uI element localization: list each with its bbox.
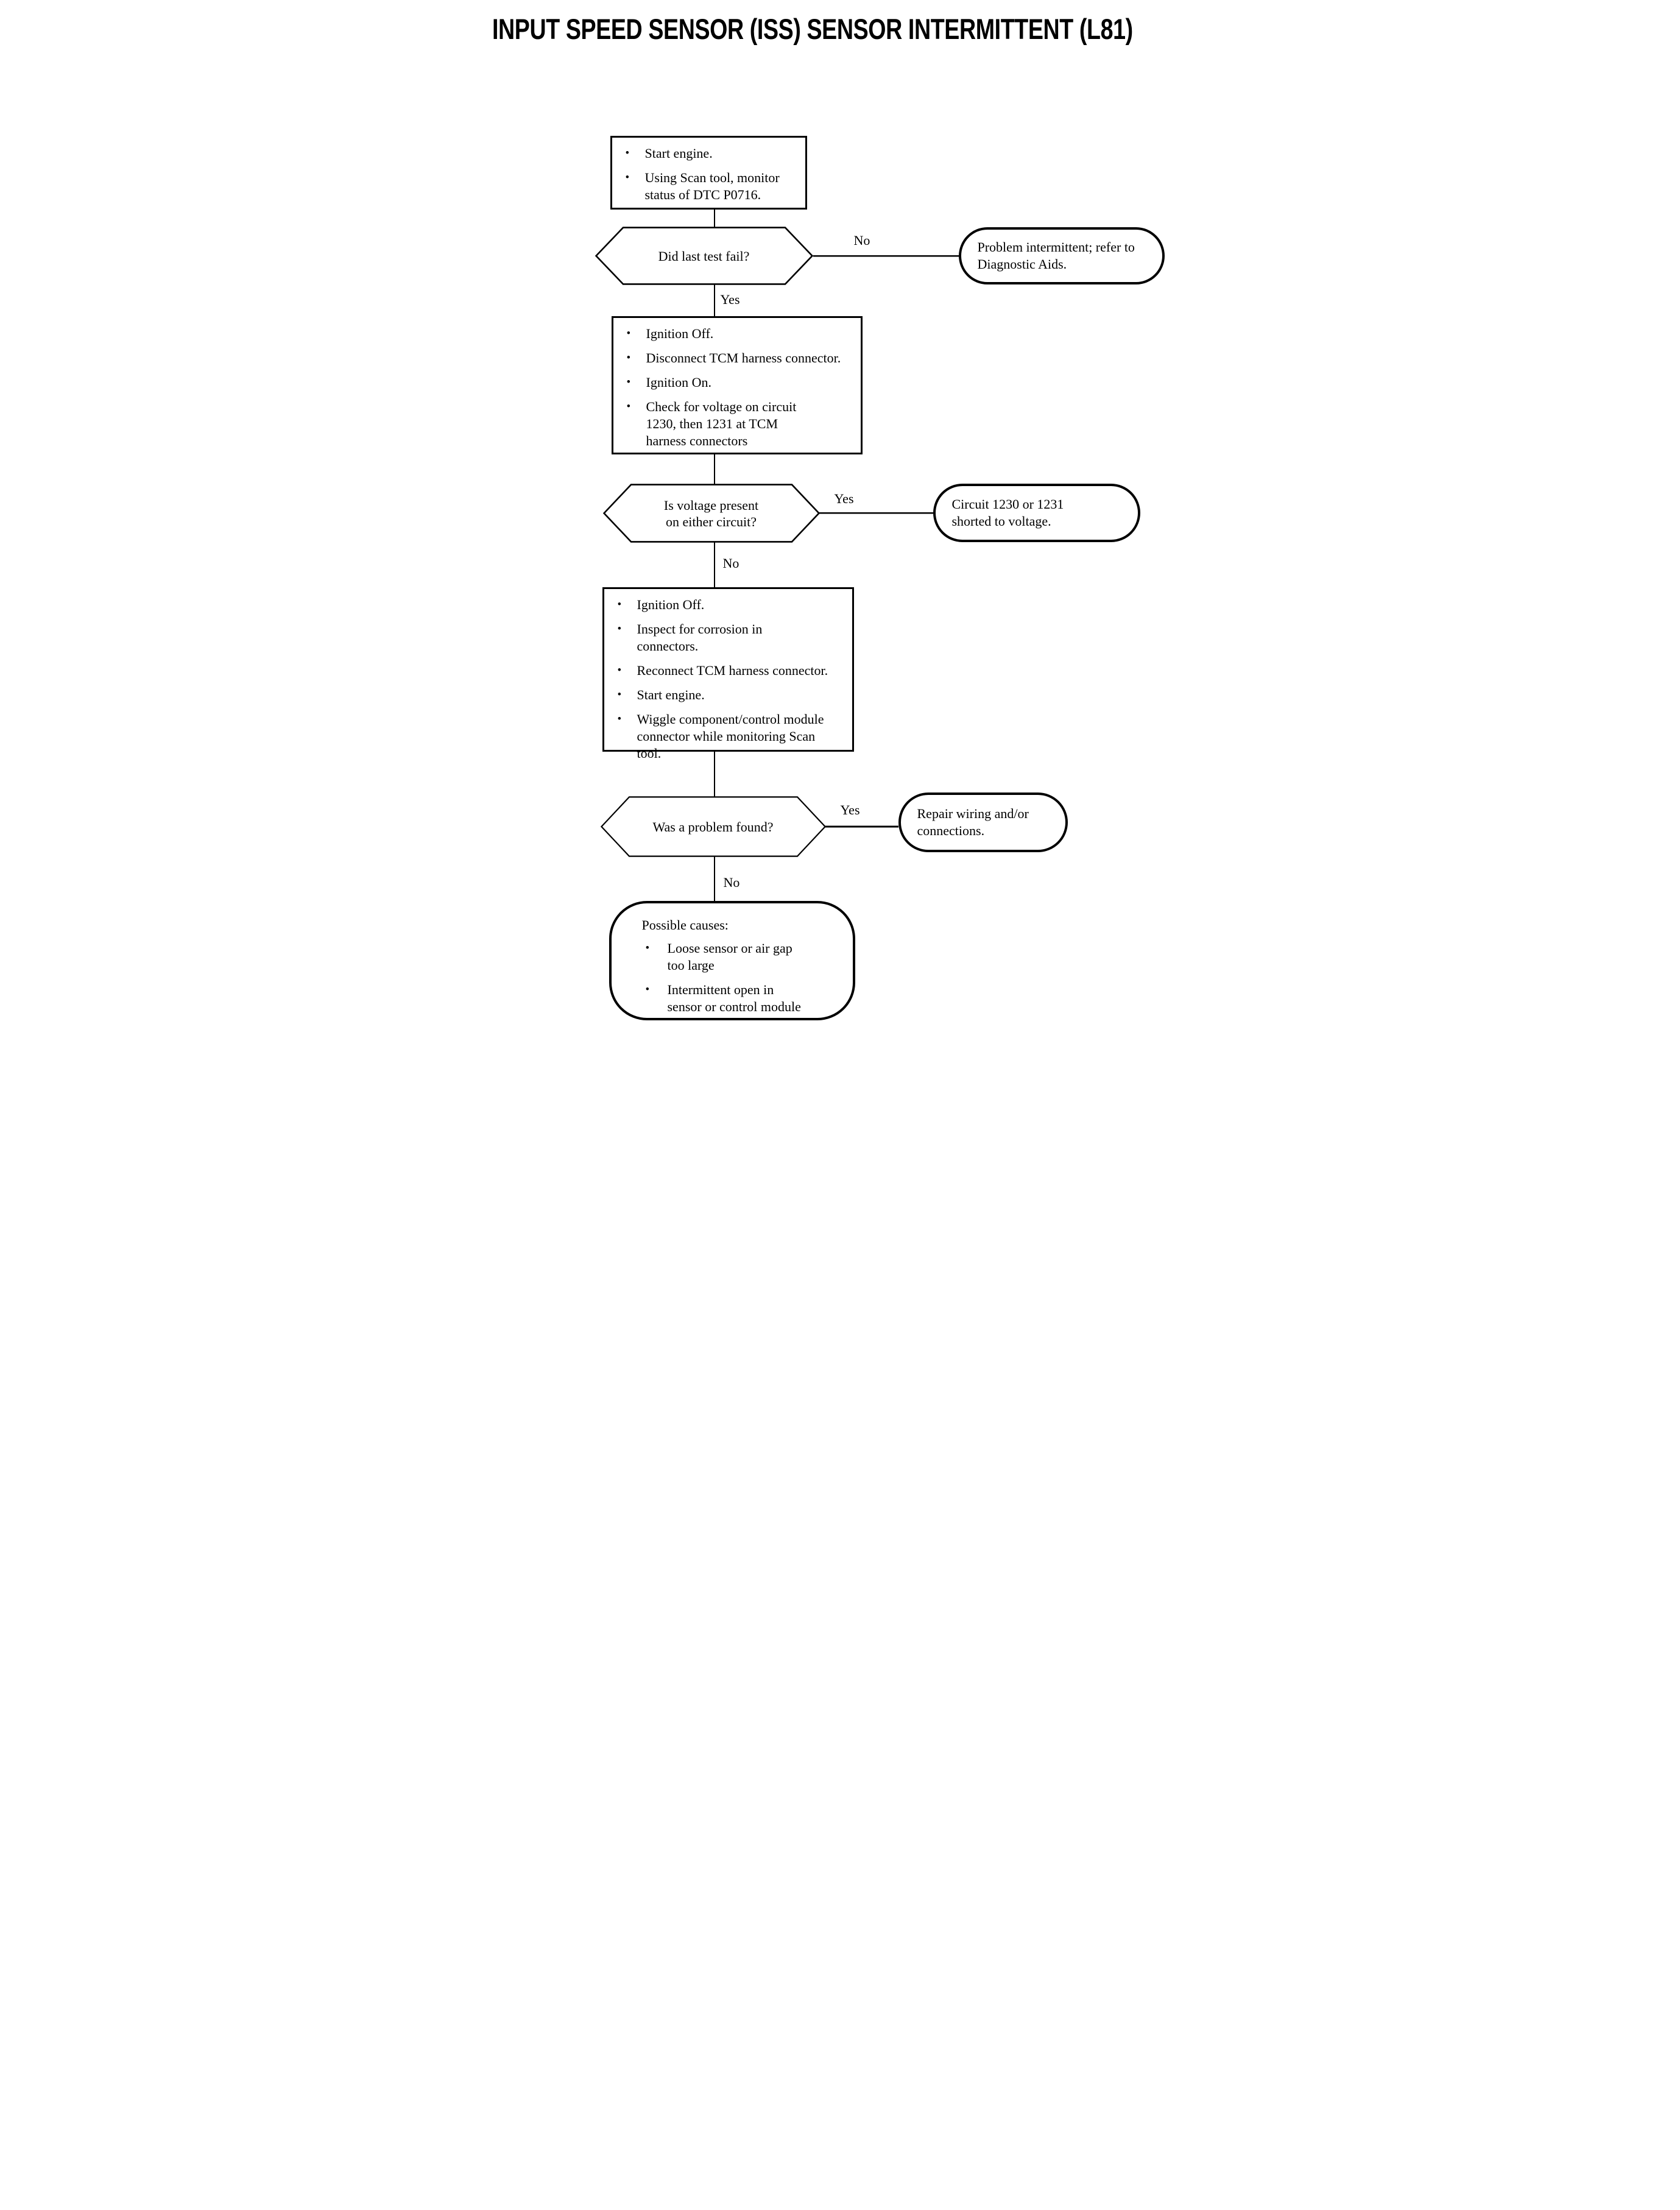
edge-label-yes-1: Yes	[720, 292, 740, 307]
decision-text: Is voltage present on either circuit?	[663, 497, 759, 529]
bullet-text: Start engine.	[637, 687, 705, 702]
flowchart-page: INPUT SPEED SENSOR (ISS) SENSOR INTERMIT…	[420, 0, 1260, 1105]
bullet-icon: •	[617, 713, 622, 725]
bullet-text: Using Scan tool, monitor status of DTC P…	[644, 170, 780, 202]
decision-did-last-test-fail: Did last test fail?	[595, 227, 813, 285]
hexagon-shape	[600, 796, 826, 857]
bullet-icon: •	[625, 147, 630, 160]
bullet-item: • Ignition Off.	[613, 596, 847, 613]
bullet-item: • Disconnect TCM harness connector.	[622, 350, 856, 367]
edge-label-no-3: No	[723, 875, 740, 890]
process-box-wiggle-test: • Ignition Off. • Inspect for corrosion …	[602, 587, 854, 761]
bullet-icon: •	[625, 171, 630, 184]
bullet-text: Ignition On.	[646, 375, 712, 390]
bullet-icon: •	[626, 400, 631, 413]
hexagon-shape	[595, 227, 813, 285]
bullet-item: • Reconnect TCM harness connector.	[613, 662, 847, 679]
bullet-item: • Using Scan tool, monitor status of DTC…	[621, 169, 800, 203]
terminal-circuit-shorted: Circuit 1230 or 1231 shorted to voltage.	[933, 484, 1140, 542]
bullet-item: • Ignition On.	[622, 374, 856, 391]
edge-label-no-1: No	[853, 233, 870, 248]
bullet-text: Inspect for corrosion in connectors.	[637, 621, 763, 654]
bullet-icon: •	[626, 351, 631, 364]
bullet-text: Start engine.	[644, 146, 713, 161]
terminal-problem-intermittent: Problem intermittent; refer to Diagnosti…	[958, 227, 1165, 284]
terminal-text: Problem intermittent; refer to Diagnosti…	[977, 239, 1135, 272]
terminal-possible-causes: Possible causes: • Loose sensor or air g…	[609, 901, 855, 1020]
flow-connectors	[713, 209, 959, 901]
terminal-repair-wiring: Repair wiring and/or connections.	[898, 793, 1068, 852]
terminal-text: Circuit 1230 or 1231 shorted to voltage.	[951, 496, 1064, 529]
bullet-icon: •	[645, 983, 650, 996]
causes-heading: Possible causes:	[641, 917, 729, 933]
decision-text: Was a problem found?	[652, 819, 774, 835]
process-box-check-voltage: • Ignition Off. • Disconnect TCM harness…	[611, 316, 863, 454]
bullet-item: • Wiggle component/control module connec…	[613, 711, 847, 762]
bullet-text: Wiggle component/control module connecto…	[637, 711, 824, 761]
bullet-item: • Start engine.	[613, 687, 847, 704]
bullet-text: Disconnect TCM harness connector.	[646, 350, 841, 365]
decision-problem-found: Was a problem found?	[600, 796, 826, 857]
process-box-start-engine: • Start engine. • Using Scan tool, monit…	[610, 136, 807, 210]
bullet-icon: •	[617, 664, 622, 677]
bullet-item: • Start engine.	[621, 145, 800, 162]
bullet-icon: •	[626, 327, 631, 340]
bullet-item: • Loose sensor or air gap too large	[612, 940, 853, 974]
edge-label-yes-3: Yes	[840, 802, 860, 817]
hexagon-shape	[602, 484, 820, 543]
bullet-icon: •	[617, 623, 622, 635]
bullet-text: Reconnect TCM harness connector.	[637, 663, 828, 678]
bullet-text: Ignition Off.	[646, 326, 714, 341]
bullet-icon: •	[617, 688, 622, 701]
bullet-text: Check for voltage on circuit 1230, then …	[646, 399, 797, 448]
decision-text: Did last test fail?	[658, 248, 750, 264]
edge-label-no-2: No	[722, 556, 739, 571]
bullet-item: • Intermittent open in sensor or control…	[612, 981, 853, 1015]
bullet-icon: •	[617, 598, 622, 611]
bullet-text: Loose sensor or air gap too large	[667, 941, 792, 973]
page-title: INPUT SPEED SENSOR (ISS) SENSOR INTERMIT…	[492, 13, 1133, 45]
edge-label-yes-2: Yes	[834, 491, 854, 506]
terminal-text: Repair wiring and/or connections.	[917, 806, 1029, 838]
bullet-item: • Ignition Off.	[622, 325, 856, 342]
bullet-text: Ignition Off.	[637, 597, 705, 612]
bullet-icon: •	[645, 942, 650, 955]
bullet-text: Intermittent open in sensor or control m…	[667, 982, 801, 1014]
bullet-item: • Check for voltage on circuit 1230, the…	[622, 398, 856, 450]
decision-voltage-present: Is voltage present on either circuit?	[602, 484, 820, 543]
bullet-icon: •	[626, 376, 631, 389]
bullet-item: • Inspect for corrosion in connectors.	[613, 621, 847, 655]
